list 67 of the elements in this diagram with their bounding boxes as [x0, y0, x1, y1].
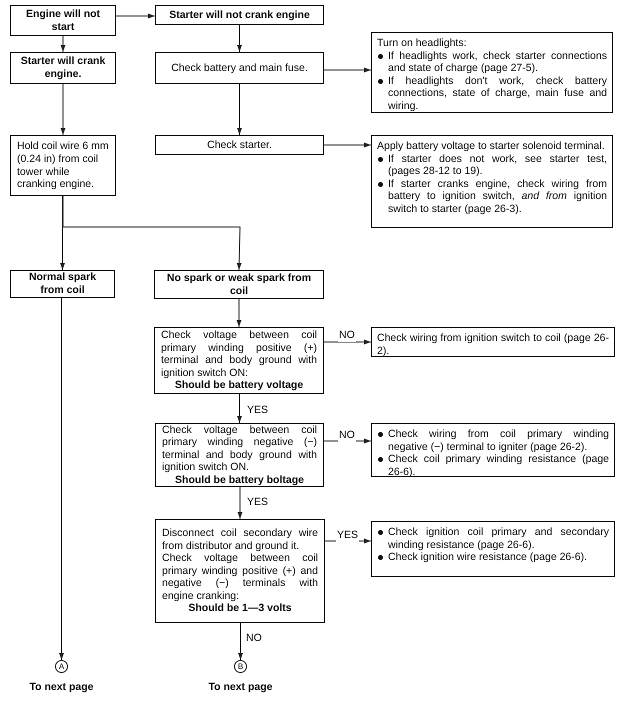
arrow [324, 142, 372, 148]
arrow [324, 68, 372, 72]
box-text: Apply battery voltage to starter solenoid terminal. [377, 140, 606, 153]
edge-label: YES [336, 530, 360, 542]
process-box [155, 519, 325, 623]
note-box [371, 135, 613, 228]
expected-result: Should be battery voltage [174, 379, 304, 392]
bullet-item: If starter cranks engine, check wiring from battery to ignition switch, and from ignition switch to starter (page 26-3). [377, 178, 607, 216]
arrow [236, 298, 242, 328]
note-box [371, 32, 613, 113]
process-box [155, 135, 324, 155]
arrow [60, 84, 66, 136]
arrow [237, 84, 242, 136]
process-box [155, 5, 324, 25]
arrow [324, 538, 372, 544]
process-box [10, 270, 115, 298]
expected-result: Should be battery boltage [174, 474, 305, 486]
box-text: Check battery and main fuse. [170, 62, 309, 74]
process-box [154, 327, 324, 394]
process-box [10, 52, 116, 84]
bullet-item: Check wiring from coil primary winding negative (−) terminal to igniter (page 26-2). [377, 428, 609, 454]
process-box [155, 52, 324, 84]
box-text: Engine will not start [24, 8, 102, 34]
arrow [238, 486, 242, 520]
box-text: Check voltage between coil primary winding negative (−) terminal and body ground with ignition switch ON. [162, 424, 317, 474]
bullet-item: Check coil primary winding resistance (page 26-6). [377, 453, 609, 478]
beside-text: To next page [208, 681, 274, 693]
arrow [60, 36, 66, 52]
bullet-item: If headlights work, check starter connections and state of charge (page 27-5). [377, 50, 607, 75]
box-text: Check starter. [206, 138, 273, 152]
arrow [116, 14, 156, 18]
note-box [371, 423, 615, 477]
expected-result: Should be 1—3 volts [187, 602, 293, 616]
box-text: Check voltage between coil primary winding positive (+) terminal and body ground with ignition switch ON: [161, 329, 317, 380]
note-box [371, 327, 615, 357]
circle-letter: B [236, 661, 244, 672]
note-box [371, 521, 615, 577]
arrow [60, 196, 65, 270]
box-text: Hold coil wire 6 mm (0.24 in) from coil tower while cranking engine. [17, 140, 109, 191]
bullet-item: Check ignition wire resistance (page 26-6). [377, 551, 609, 564]
circle-letter: A [58, 661, 66, 672]
process-box [155, 423, 324, 487]
connector-circle [234, 660, 247, 673]
connector-circle [55, 660, 68, 673]
box-text: Starter will not crank engine [168, 8, 311, 22]
process-box [10, 5, 116, 36]
box-text: Check wiring from ignition switch to coil (page 26-2). [377, 332, 609, 358]
process-box [10, 135, 116, 196]
bullet-item: If starter does not work, see starter test, (pages 28-12 to 19). [377, 152, 607, 178]
box-text: Check voltage between coil primary winding positive (+) and negative (−) terminals with engine cranking: [162, 552, 318, 602]
box-text: Starter will crank engine. [20, 55, 106, 81]
bullet-item: Check ignition coil primary and secondary winding resistance (page 26-6). [377, 526, 609, 552]
box-text: Disconnect coil secondary wire from distributor and ground it. [162, 526, 318, 552]
beside-text: To next page [28, 681, 94, 693]
arrow [237, 24, 242, 52]
process-box [154, 270, 324, 299]
arrow [62, 196, 242, 270]
bullet-item: If headlights don't work, check battery connections, state of charge, main fuse and wiring. [377, 74, 607, 113]
box-text: Turn on headlights: [377, 37, 468, 50]
box-text: No spark or weak spark from coil [166, 272, 312, 298]
arrow [238, 622, 243, 660]
box-text: Normal spark from coil [28, 271, 98, 297]
arrow [237, 394, 242, 424]
arrow [59, 298, 64, 660]
arrow [324, 340, 372, 344]
arrow [324, 438, 372, 444]
edge-label: NO [338, 430, 356, 442]
